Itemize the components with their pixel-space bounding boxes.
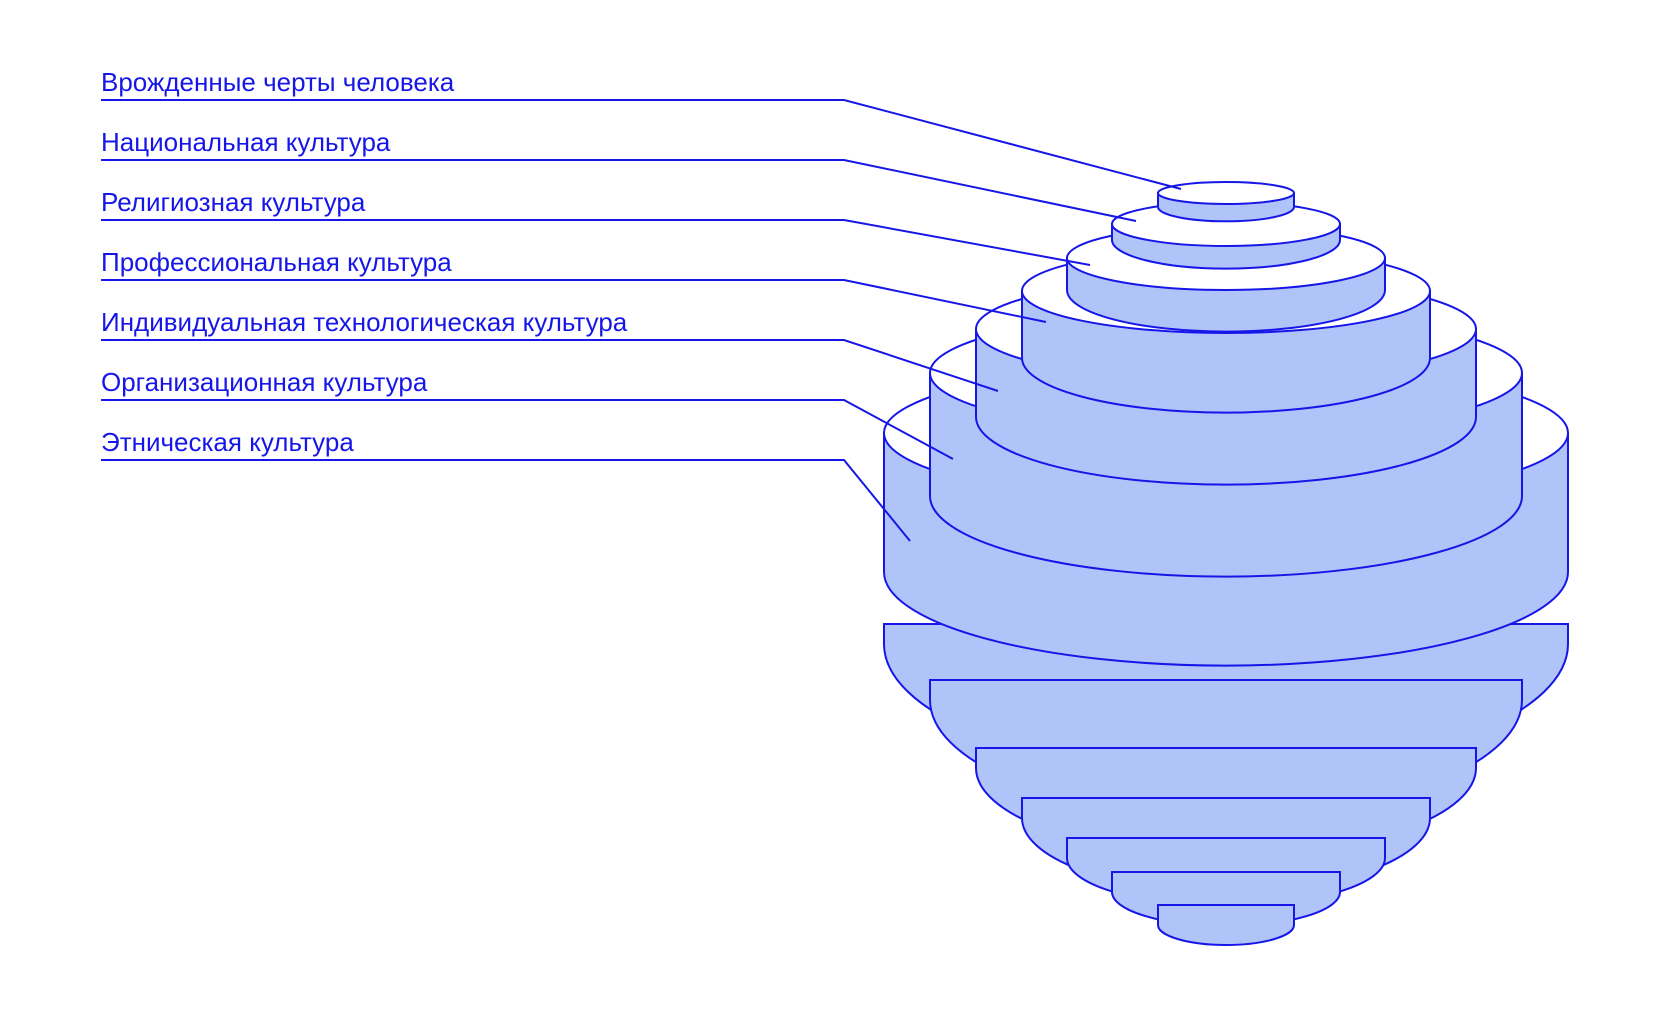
leader-line-7 [101, 459, 911, 542]
upper-rings-group [883, 181, 1569, 667]
leader-lines-group [101, 99, 1182, 542]
layer-label-2: Национальная культура [101, 127, 391, 157]
leader-line-4 [101, 279, 1047, 323]
layer-label-5: Индивидуальная технологическая культура [101, 307, 628, 337]
leader-line-6 [101, 399, 954, 460]
layer-label-6: Организационная культура [101, 367, 428, 397]
lower-band-7 [1157, 904, 1295, 946]
disc-1 [1157, 181, 1295, 223]
layer-label-4: Профессиональная культура [101, 247, 452, 277]
lower-rings-group [883, 623, 1569, 946]
leader-line-2 [101, 159, 1137, 222]
layer-label-3: Религиозная культура [101, 187, 366, 217]
leader-line-1 [101, 99, 1182, 190]
layer-label-7: Этническая культура [101, 427, 354, 457]
disc-top-1 [1157, 181, 1295, 205]
leader-line-5 [101, 339, 999, 392]
layer-label-1: Врожденные черты человека [101, 67, 455, 97]
leader-line-3 [101, 219, 1091, 266]
